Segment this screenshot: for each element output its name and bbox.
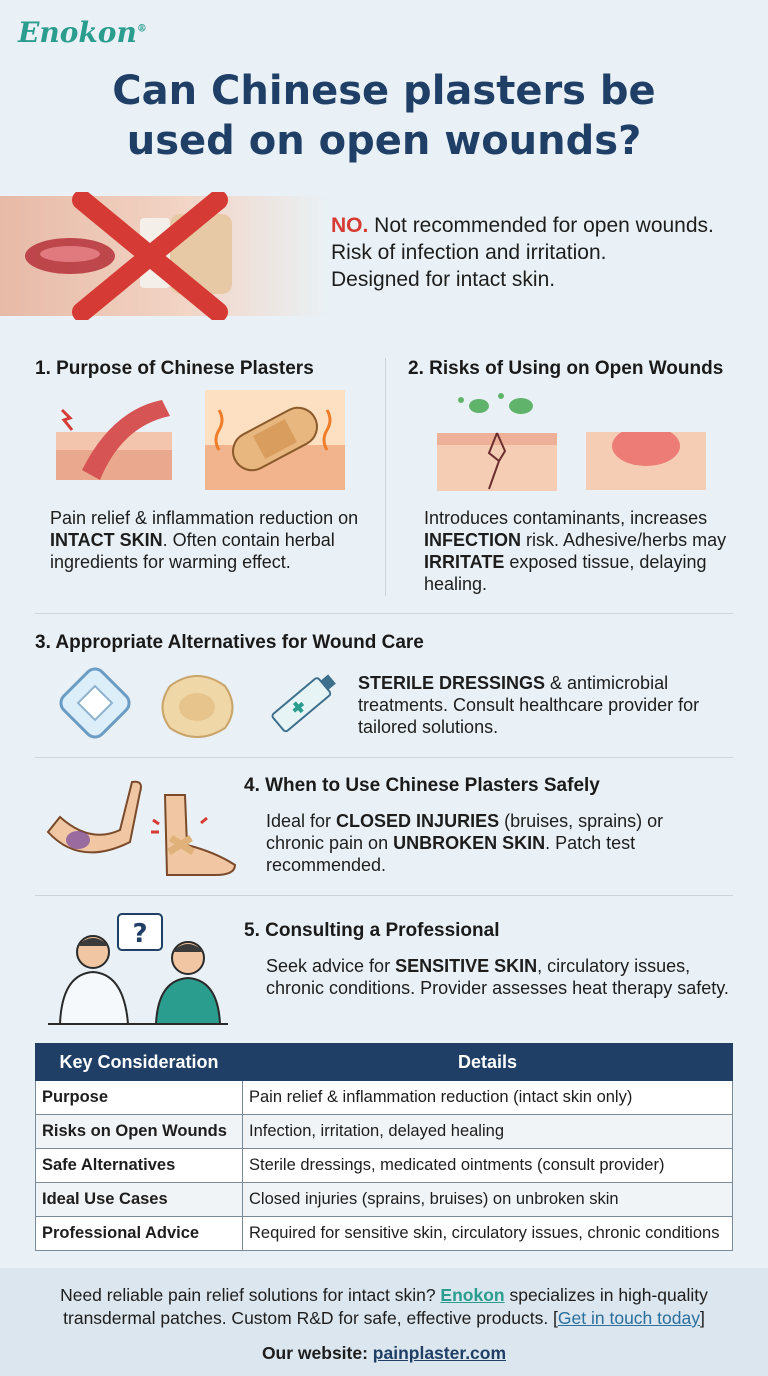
section-4-text: Ideal for CLOSED INJURIES (bruises, spra… bbox=[266, 811, 664, 875]
warming-bandage-icon bbox=[205, 390, 345, 490]
section-3-title: 3. Appropriate Alternatives for Wound Ca… bbox=[35, 632, 424, 653]
ointment-tube-icon bbox=[271, 674, 336, 733]
section-1-title: 1. Purpose of Chinese Plasters bbox=[35, 358, 314, 379]
table-detail-cell: Closed injuries (sprains, bruises) on un… bbox=[242, 1182, 733, 1217]
bacteria-icon bbox=[458, 393, 533, 414]
website-link[interactable]: painplaster.com bbox=[372, 1343, 507, 1363]
section-3-text: STERILE DRESSINGS & antimicrobial treatm… bbox=[358, 673, 700, 737]
footer-text: transdermal patches. Custom R&D for safe… bbox=[63, 1308, 705, 1328]
sterile-dressing-icon bbox=[59, 667, 131, 739]
section-divider bbox=[35, 757, 733, 758]
table-header: Details bbox=[242, 1043, 733, 1081]
section-divider bbox=[385, 358, 386, 596]
hero-answer: NO. Not recommended for open wounds. Ris… bbox=[331, 214, 714, 291]
table-key-cell: Risks on Open Wounds bbox=[35, 1114, 243, 1149]
wound-skin-icon bbox=[437, 432, 557, 491]
table-key-cell: Purpose bbox=[35, 1080, 243, 1115]
section-divider bbox=[35, 895, 733, 896]
contact-link[interactable]: Get in touch today bbox=[557, 1308, 700, 1328]
footer: Need reliable pain relief solutions for … bbox=[0, 1268, 768, 1376]
table-key-cell: Ideal Use Cases bbox=[35, 1182, 243, 1217]
footer-text: Need reliable pain relief solutions for … bbox=[60, 1285, 708, 1305]
section-2-title: 2. Risks of Using on Open Wounds bbox=[408, 358, 724, 379]
section-4-title: 4. When to Use Chinese Plasters Safely bbox=[244, 775, 600, 796]
hydrocolloid-icon bbox=[161, 675, 234, 738]
section-5-text: Seek advice for SENSITIVE SKIN, circulat… bbox=[266, 956, 729, 998]
website-line: Our website: painplaster.com bbox=[261, 1343, 507, 1363]
enokon-link[interactable]: Enokon bbox=[440, 1285, 505, 1305]
inflamed-muscle-icon bbox=[56, 400, 172, 480]
table-detail-cell: Required for sensitive skin, circulatory… bbox=[242, 1216, 733, 1251]
bruised-arm-icon bbox=[46, 780, 142, 854]
hero-banner: NO. Not recommended for open wounds. Ris… bbox=[0, 192, 768, 322]
section-5-title: 5. Consulting a Professional bbox=[244, 920, 500, 941]
taped-foot-icon bbox=[151, 794, 237, 876]
table-detail-cell: Infection, irritation, delayed healing bbox=[242, 1114, 733, 1149]
open-wound-image bbox=[0, 196, 330, 316]
table-header-row: Key Consideration Details bbox=[35, 1043, 733, 1081]
doctor-patient-icon: ? bbox=[48, 913, 228, 1025]
table-key-cell: Professional Advice bbox=[35, 1216, 243, 1251]
svg-text:?: ? bbox=[132, 919, 147, 949]
brand-logo: Enokon® bbox=[18, 16, 147, 49]
red-skin-icon bbox=[586, 432, 706, 490]
section-divider bbox=[35, 613, 733, 614]
section-2-text: Introduces contaminants, increases INFEC… bbox=[424, 508, 727, 594]
table-header: Key Consideration bbox=[35, 1043, 243, 1081]
table-detail-cell: Pain relief & inflammation reduction (in… bbox=[242, 1080, 733, 1115]
table-key-cell: Safe Alternatives bbox=[35, 1148, 243, 1183]
table-detail-cell: Sterile dressings, medicated ointments (… bbox=[242, 1148, 733, 1183]
red-x-icon bbox=[72, 192, 228, 320]
section-1-text: Pain relief & inflammation reduction on … bbox=[50, 508, 359, 572]
